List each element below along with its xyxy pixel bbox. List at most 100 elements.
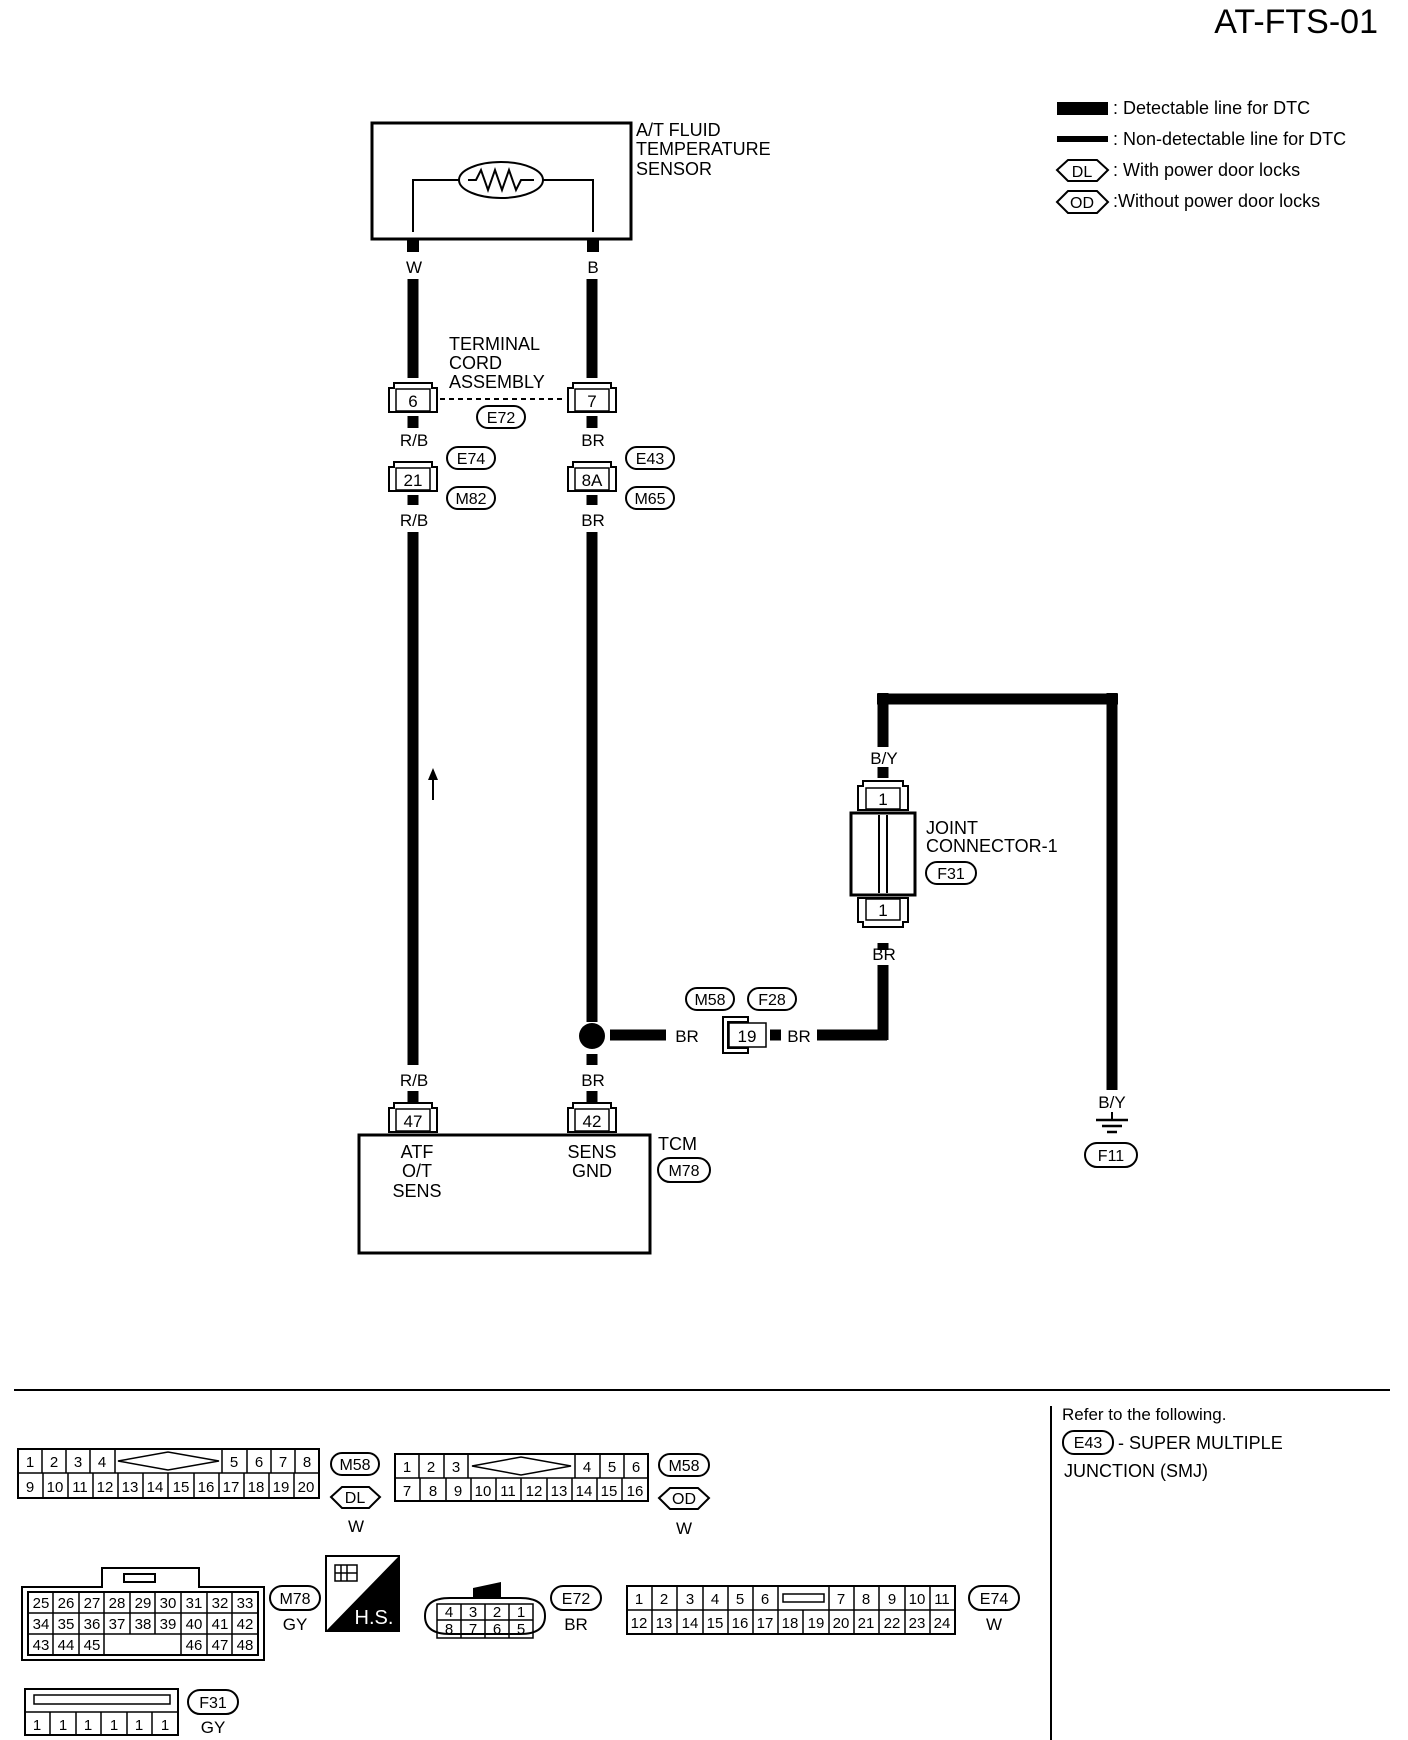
refer-note: Refer to the following. E43 - SUPER MULT… [1062,1405,1283,1481]
hs-label: H.S. [355,1607,394,1629]
svg-text:10: 10 [47,1479,64,1496]
wire-color-by: B/Y [870,749,897,768]
connector-face-e74: 1 2 3 4 5 6 7 8 9 10 11 12 13 14 15 16 1… [626,1585,1020,1635]
pin-7: 7 [587,392,596,411]
connector-id-badge [476,405,526,429]
wire-color-br: BR [675,1027,699,1046]
svg-text:18: 18 [782,1615,799,1632]
svg-text:40: 40 [186,1616,203,1633]
thermistor-icon [458,161,544,199]
connector-id-m78: M78 [668,1163,699,1180]
joint-connector-body [849,811,917,897]
legend-non-detectable: : Non-detectable line for DTC [1113,129,1346,149]
pin-1: 1 [878,790,887,809]
svg-text:1: 1 [161,1717,169,1734]
pin-8a: 8A [582,471,603,490]
svg-text:32: 32 [212,1595,229,1612]
svg-text:14: 14 [576,1483,593,1500]
svg-text:6: 6 [761,1591,769,1608]
svg-text:7: 7 [469,1621,477,1638]
pin-42: 42 [583,1112,602,1131]
svg-text:2: 2 [493,1604,501,1621]
connector-color: W [986,1615,1002,1634]
sensor-label-line-3: SENSOR [636,159,712,179]
wire-color-br: BR [581,511,605,530]
svg-text:30: 30 [160,1595,177,1612]
thick-wires [407,279,1118,1103]
svg-text:31: 31 [186,1595,203,1612]
svg-text:7: 7 [403,1483,411,1500]
svg-text:9: 9 [454,1483,462,1500]
svg-text:3: 3 [452,1459,460,1476]
svg-text:6: 6 [255,1454,263,1471]
tcm-term-label: ATF [401,1142,434,1162]
svg-text:37: 37 [109,1616,126,1633]
svg-text:36: 36 [84,1616,101,1633]
wire-color-b: B [587,258,598,277]
connector-id-e43: E43 [636,451,665,468]
connector-id-m65: M65 [634,491,665,508]
svg-text:14: 14 [147,1479,164,1496]
legend: : Detectable line for DTC : Non-detectab… [1055,98,1346,214]
svg-text:21: 21 [858,1615,875,1632]
connector-color: GY [201,1718,226,1737]
svg-text:1: 1 [84,1717,92,1734]
svg-text:41: 41 [212,1616,229,1633]
svg-text:1: 1 [635,1591,643,1608]
svg-text:10: 10 [475,1483,492,1500]
svg-text:22: 22 [884,1615,901,1632]
svg-text:17: 17 [223,1479,240,1496]
svg-text:47: 47 [212,1637,229,1654]
svg-text:24: 24 [934,1615,951,1632]
svg-text:9: 9 [888,1591,896,1608]
svg-text:45: 45 [84,1637,101,1654]
svg-text:48: 48 [237,1637,254,1654]
terminal-cord-label-3: ASSEMBLY [449,372,545,392]
svg-text:4: 4 [583,1459,591,1476]
svg-text:7: 7 [279,1454,287,1471]
wire-color-labels: W B R/B R/B R/B BR BR BR BR BR BR B/Y B/… [400,258,1126,1112]
wire-color-by: B/Y [1098,1093,1125,1112]
svg-text:12: 12 [631,1615,648,1632]
svg-text:5: 5 [517,1621,525,1638]
joint-connector-label-1: JOINT [926,818,978,838]
pin-47: 47 [404,1112,423,1131]
sensor-pin-left [407,240,419,252]
wire-color-br: BR [787,1027,811,1046]
svg-text:12: 12 [97,1479,114,1496]
connector-e74-m82: 21 E74 M82 [388,446,496,510]
svg-text:1: 1 [26,1454,34,1471]
refer-text-2: JUNCTION (SMJ) [1064,1461,1208,1481]
svg-text:33: 33 [237,1595,254,1612]
tcm-term-label: GND [572,1161,612,1181]
svg-text:11: 11 [72,1479,88,1496]
svg-text:26: 26 [58,1595,75,1612]
svg-text:3: 3 [686,1591,694,1608]
svg-text:14: 14 [682,1615,699,1632]
tcm-term-label: SENS [567,1142,616,1162]
tcm-label: TCM [658,1134,697,1154]
signal-arrow-icon [428,768,438,800]
connector-id-m58: M58 [339,1457,370,1474]
svg-text:9: 9 [26,1479,34,1496]
svg-text:34: 34 [33,1616,50,1633]
svg-text:28: 28 [109,1595,126,1612]
svg-text:1: 1 [403,1459,411,1476]
svg-text:23: 23 [909,1615,926,1632]
connector-id-e74: E74 [457,451,486,468]
fluid-temperature-sensor: A/T FLUID TEMPERATURE SENSOR [370,120,771,252]
svg-text:7: 7 [837,1591,845,1608]
terminal-cord-label-2: CORD [449,353,502,373]
svg-text:4: 4 [98,1454,106,1471]
sensor-box [370,121,633,241]
svg-text:4: 4 [445,1604,453,1621]
tcm-module: ATF O/T SENS SENS GND TCM M78 [357,1133,711,1255]
wire-color-br: BR [581,431,605,450]
page-id: AT-FTS-01 [1214,3,1378,41]
terminal-cord-assembly: 6 7 TERMINAL CORD ASSEMBLY E72 [388,334,617,429]
svg-text:6: 6 [632,1459,640,1476]
tcm-term-label: SENS [392,1181,441,1201]
svg-text:1: 1 [110,1717,118,1734]
joint-connector-label-2: CONNECTOR-1 [926,836,1058,856]
svg-text:5: 5 [736,1591,744,1608]
